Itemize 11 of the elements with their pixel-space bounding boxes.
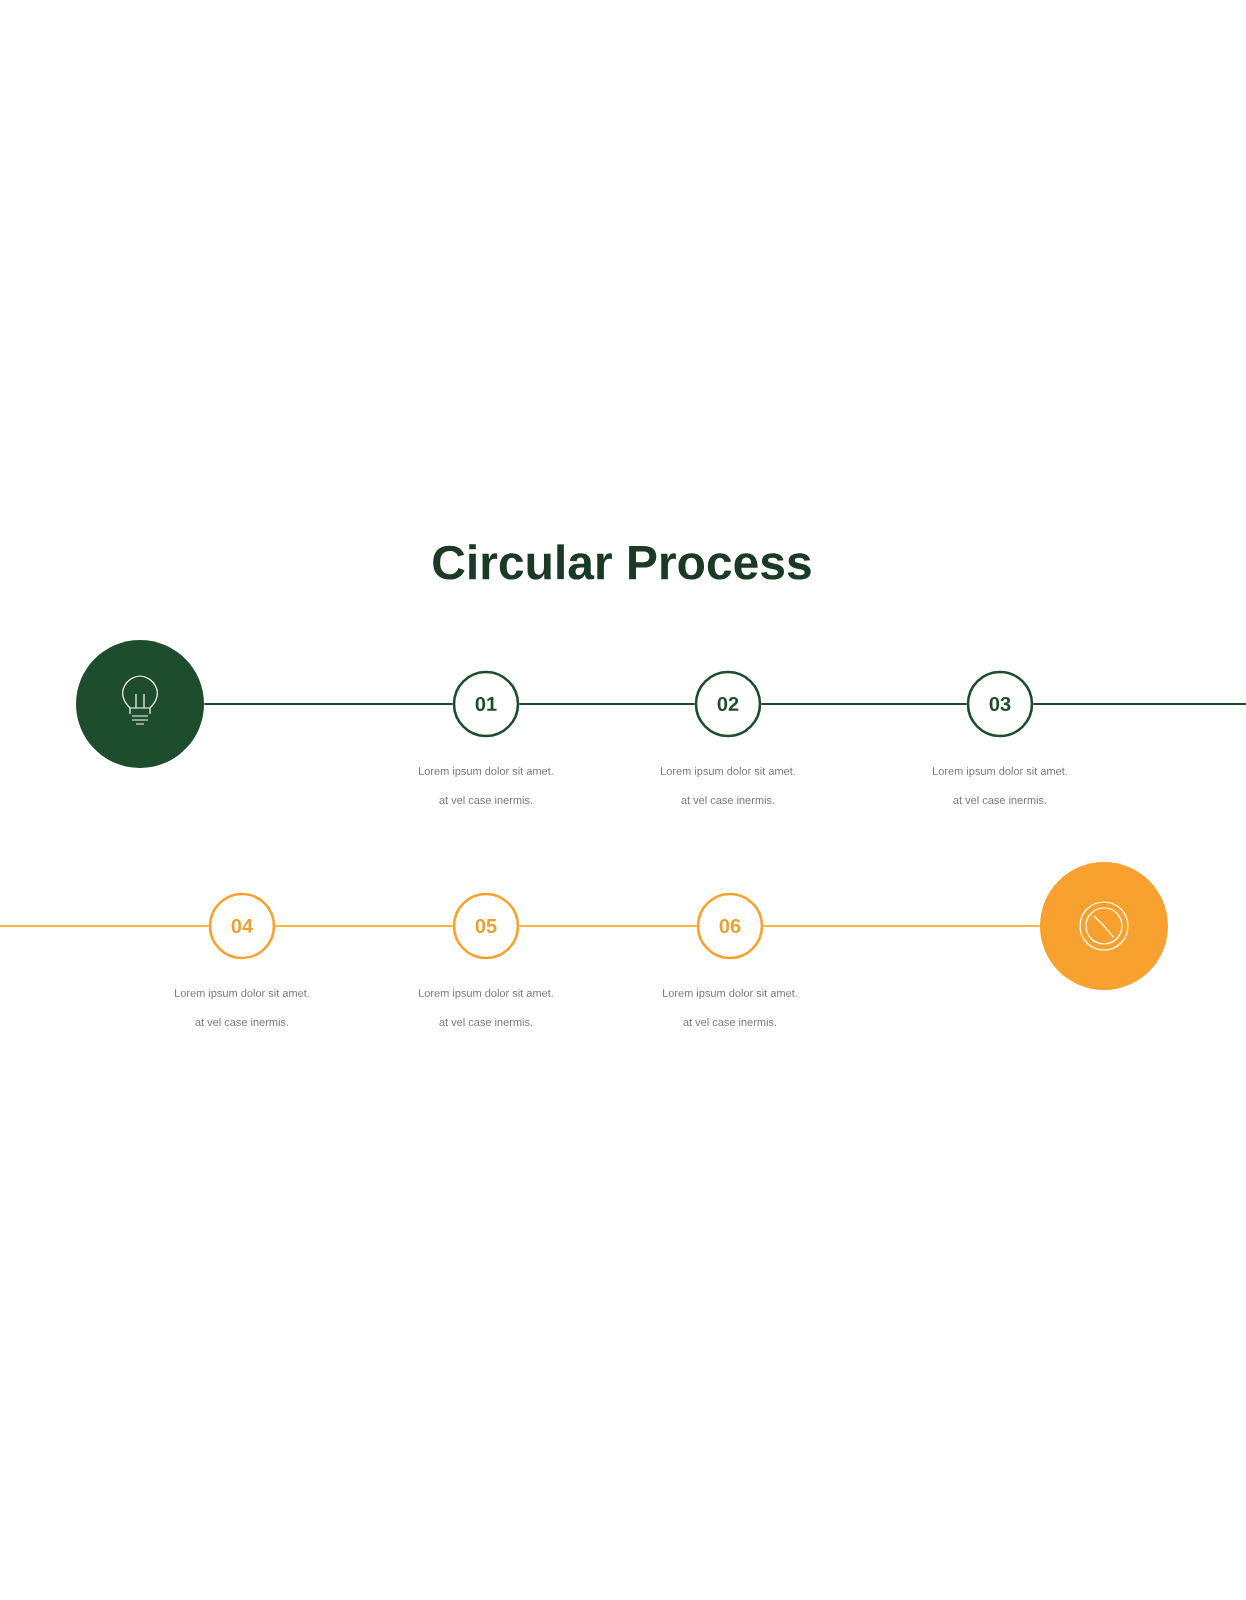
connector-line bbox=[762, 925, 1041, 927]
icon-circle bbox=[76, 640, 204, 768]
connector-line bbox=[0, 925, 210, 927]
connector-line bbox=[518, 703, 696, 705]
connector-line bbox=[760, 703, 968, 705]
icon-circle bbox=[1040, 862, 1168, 990]
connector-line bbox=[518, 925, 698, 927]
connector-line bbox=[274, 925, 454, 927]
title: Circular Process bbox=[433, 544, 811, 580]
connector-line bbox=[1032, 703, 1246, 705]
connector-line bbox=[203, 703, 454, 705]
